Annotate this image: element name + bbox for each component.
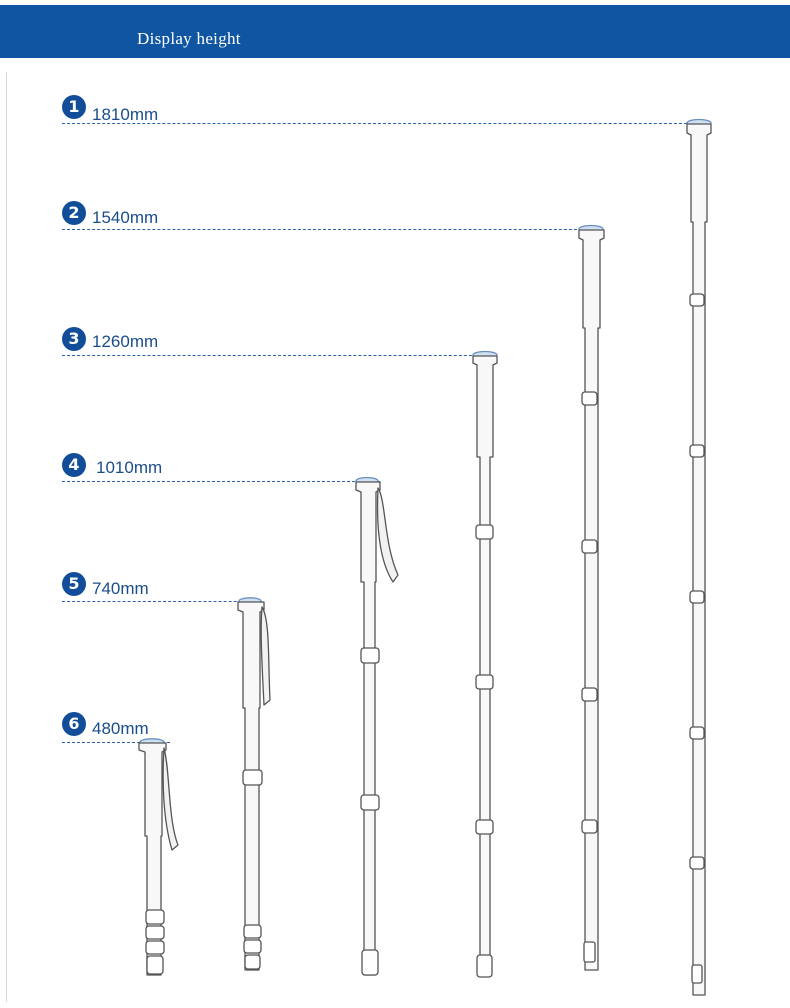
height-level-1: 1 1810mm	[0, 0, 790, 124]
height-level-5: 5 740mm	[0, 0, 790, 602]
number-badge-3: 3	[62, 327, 86, 351]
height-level-4: 4 1010mm	[0, 0, 790, 482]
height-guide-line-4	[62, 481, 380, 482]
height-guide-line-2	[62, 229, 602, 230]
monopod-4	[355, 476, 399, 976]
left-divider	[6, 72, 7, 1002]
monopod-2	[578, 224, 605, 971]
number-badge-1: 1	[62, 95, 86, 119]
monopod-3	[472, 350, 498, 978]
page-title: Display height	[137, 29, 241, 48]
monopod-6	[138, 738, 179, 976]
height-guide-line-5	[62, 601, 262, 602]
height-level-6: 6 480mm	[0, 0, 790, 743]
height-label-5: 740mm	[92, 579, 149, 598]
height-guide-line-6	[62, 742, 170, 743]
number-badge-2: 2	[62, 201, 86, 225]
monopod-1	[686, 118, 712, 996]
height-guide-line-1	[62, 123, 707, 124]
number-badge-6: 6	[62, 712, 86, 736]
height-label-1: 1810mm	[92, 105, 159, 124]
number-badge-4: 4	[62, 453, 86, 477]
height-label-2: 1540mm	[92, 208, 159, 227]
height-guide-line-3	[62, 355, 497, 356]
height-label-6: 480mm	[92, 719, 149, 738]
height-label-4: 1010mm	[96, 458, 163, 477]
number-badge-5: 5	[62, 572, 86, 596]
header-banner: Display height	[0, 5, 790, 58]
height-level-2: 2 1540mm	[0, 0, 790, 230]
monopod-5	[237, 597, 271, 971]
height-label-3: 1260mm	[92, 332, 159, 351]
height-level-3: 3 1260mm	[0, 0, 790, 356]
